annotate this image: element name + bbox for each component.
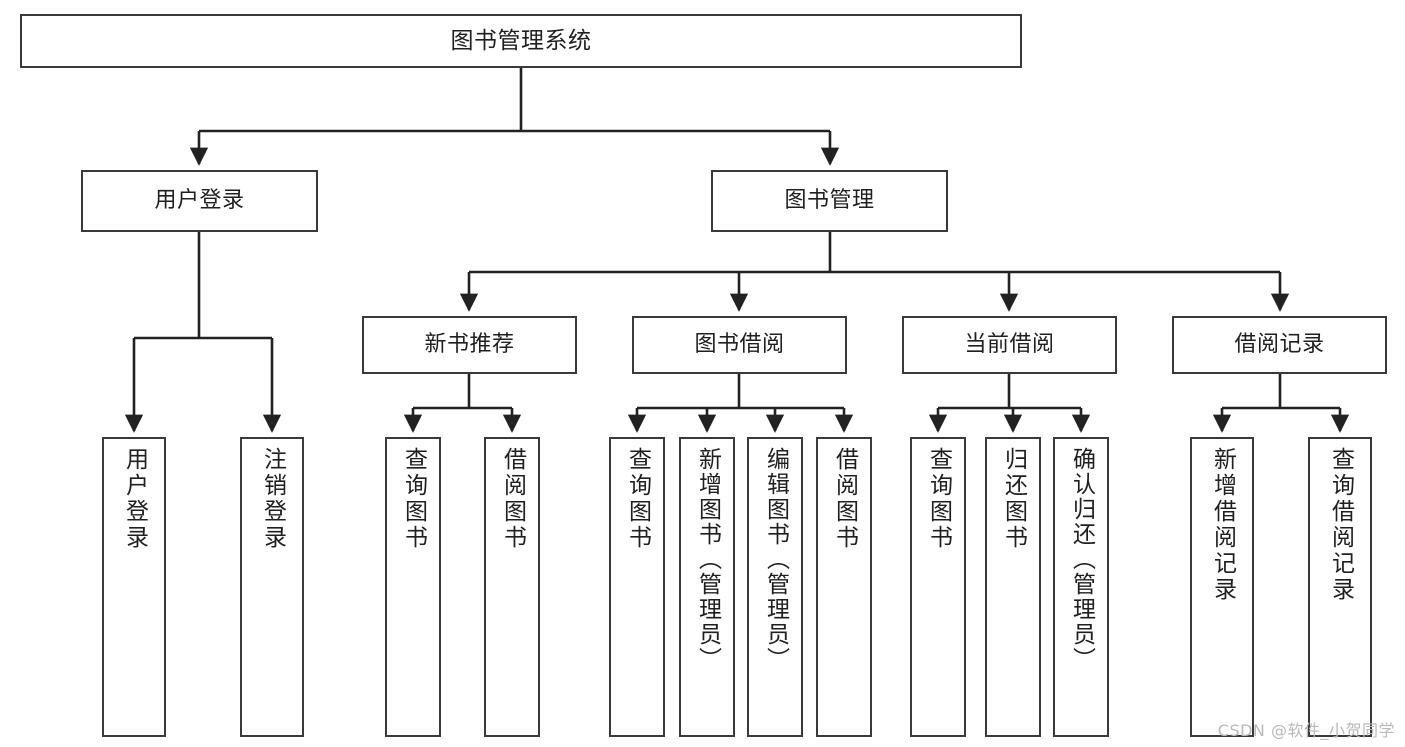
node-query-book-1-label: 查询图书 — [400, 447, 427, 551]
node-root[interactable]: 图书管理系统 — [20, 14, 1022, 68]
node-current-borrow-label: 当前借阅 — [964, 332, 1055, 358]
node-user-logout-label: 注销登录 — [259, 447, 286, 551]
node-add-book-admin-label: 新增图书（管理员） — [694, 447, 721, 672]
node-edit-book-admin-label: 编辑图书（管理员） — [762, 447, 789, 672]
node-book-borrow-label: 图书借阅 — [694, 332, 785, 358]
node-current-borrow[interactable]: 当前借阅 — [902, 316, 1117, 374]
node-borrow-book-1-label: 借阅图书 — [499, 447, 526, 551]
node-user-login-do-label: 用户登录 — [121, 447, 148, 551]
node-root-label: 图书管理系统 — [450, 27, 592, 54]
node-add-borrow-record[interactable]: 新增借阅记录 — [1190, 437, 1254, 737]
node-book-borrow[interactable]: 图书借阅 — [632, 316, 847, 374]
node-query-book-3[interactable]: 查询图书 — [910, 437, 966, 737]
node-book-manage-label: 图书管理 — [784, 188, 875, 214]
node-user-logout[interactable]: 注销登录 — [240, 437, 304, 737]
node-query-book-1[interactable]: 查询图书 — [385, 437, 441, 737]
node-return-book-label: 归还图书 — [1000, 447, 1027, 551]
node-query-book-2[interactable]: 查询图书 — [609, 437, 665, 737]
node-user-login-label: 用户登录 — [154, 188, 245, 214]
node-user-login-do[interactable]: 用户登录 — [102, 437, 166, 737]
node-query-book-2-label: 查询图书 — [624, 447, 651, 551]
node-user-login[interactable]: 用户登录 — [81, 170, 318, 232]
node-book-manage[interactable]: 图书管理 — [711, 170, 948, 232]
node-add-borrow-record-label: 新增借阅记录 — [1209, 447, 1236, 603]
node-new-book-recommend-label: 新书推荐 — [424, 332, 515, 358]
node-borrow-book-2[interactable]: 借阅图书 — [816, 437, 872, 737]
node-query-borrow-record[interactable]: 查询借阅记录 — [1308, 437, 1372, 737]
node-borrow-record[interactable]: 借阅记录 — [1172, 316, 1387, 374]
node-query-book-3-label: 查询图书 — [925, 447, 952, 551]
node-new-book-recommend[interactable]: 新书推荐 — [362, 316, 577, 374]
csdn-watermark: CSDN @软件_小贺同学 — [1217, 721, 1395, 740]
node-borrow-book-1[interactable]: 借阅图书 — [484, 437, 540, 737]
node-query-borrow-record-label: 查询借阅记录 — [1327, 447, 1354, 603]
node-edit-book-admin[interactable]: 编辑图书（管理员） — [747, 437, 803, 737]
node-borrow-book-2-label: 借阅图书 — [831, 447, 858, 551]
node-confirm-return-admin[interactable]: 确认归还（管理员） — [1053, 437, 1109, 737]
node-confirm-return-admin-label: 确认归还（管理员） — [1068, 447, 1095, 672]
node-borrow-record-label: 借阅记录 — [1234, 332, 1325, 358]
node-return-book[interactable]: 归还图书 — [985, 437, 1041, 737]
node-add-book-admin[interactable]: 新增图书（管理员） — [679, 437, 735, 737]
